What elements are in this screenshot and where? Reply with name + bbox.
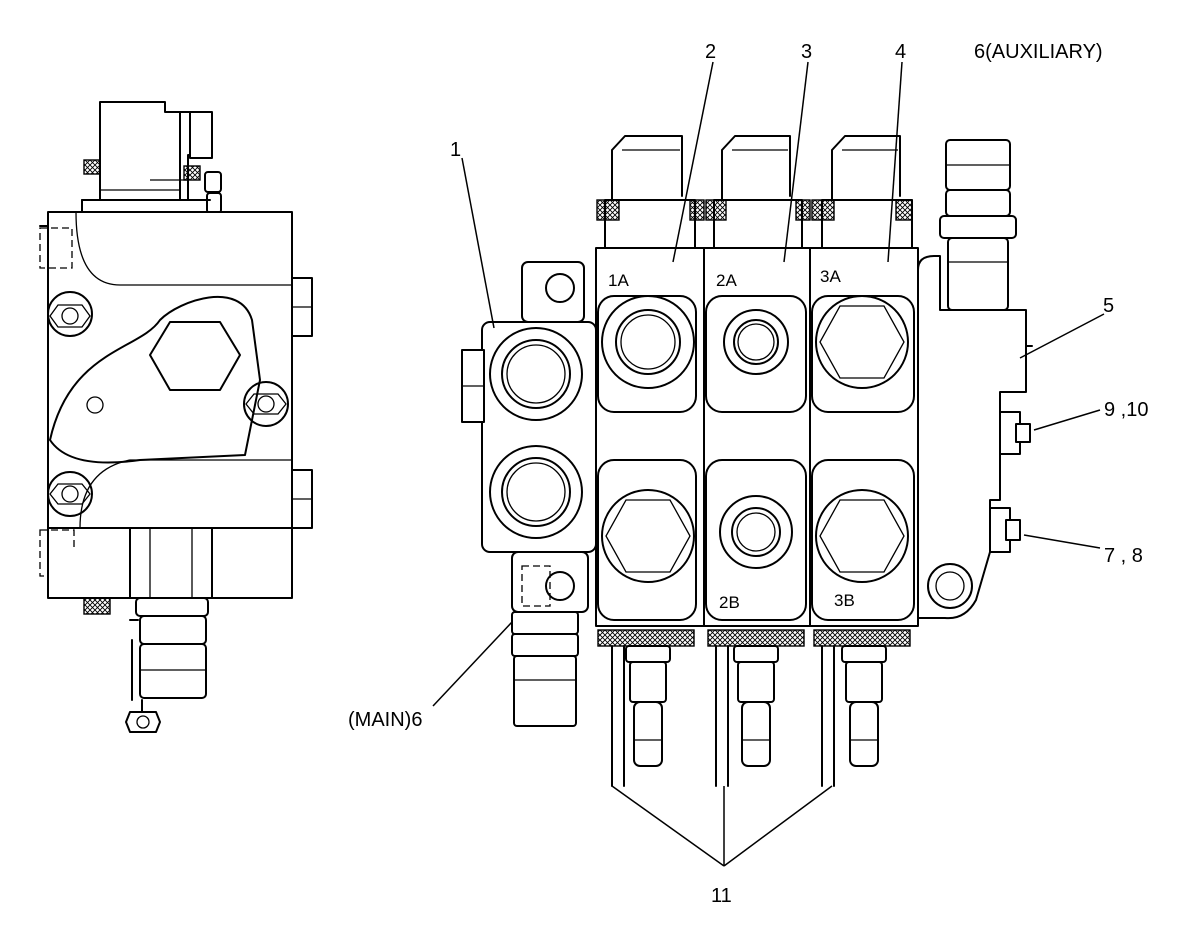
callout-7-8: 7 , 8 (1104, 545, 1143, 567)
callout-3: 3 (801, 41, 812, 63)
callout-6-auxiliary: 6(AUXILIARY) (974, 41, 1103, 63)
section-3 (809, 135, 919, 787)
port-3a: 3A (820, 267, 841, 286)
callout-2: 2 (705, 41, 716, 63)
port-2a: 2A (716, 271, 737, 290)
side-view (39, 101, 313, 733)
callout-1: 1 (450, 139, 461, 161)
port-2b: 2B (719, 593, 740, 612)
side-bolt-top (47, 291, 93, 337)
main-fitting (511, 611, 579, 727)
callout-5: 5 (1103, 295, 1114, 317)
aux-fitting (939, 139, 1017, 311)
callout-4: 4 (895, 41, 906, 63)
section-1 (595, 135, 705, 787)
port-3b: 3B (834, 591, 855, 610)
section-2 (703, 135, 811, 787)
side-bolt-right (243, 381, 289, 427)
outlet-block (917, 255, 1033, 620)
callout-11: 11 (711, 885, 732, 907)
inlet-block (461, 261, 597, 613)
callout-9-10: 9 ,10 (1104, 399, 1148, 421)
leader-lines (432, 61, 1105, 867)
side-bolt-bottom (47, 471, 93, 517)
callout-6-main: (MAIN)6 (348, 709, 422, 731)
port-1a: 1A (608, 271, 629, 290)
front-view (461, 135, 1033, 787)
